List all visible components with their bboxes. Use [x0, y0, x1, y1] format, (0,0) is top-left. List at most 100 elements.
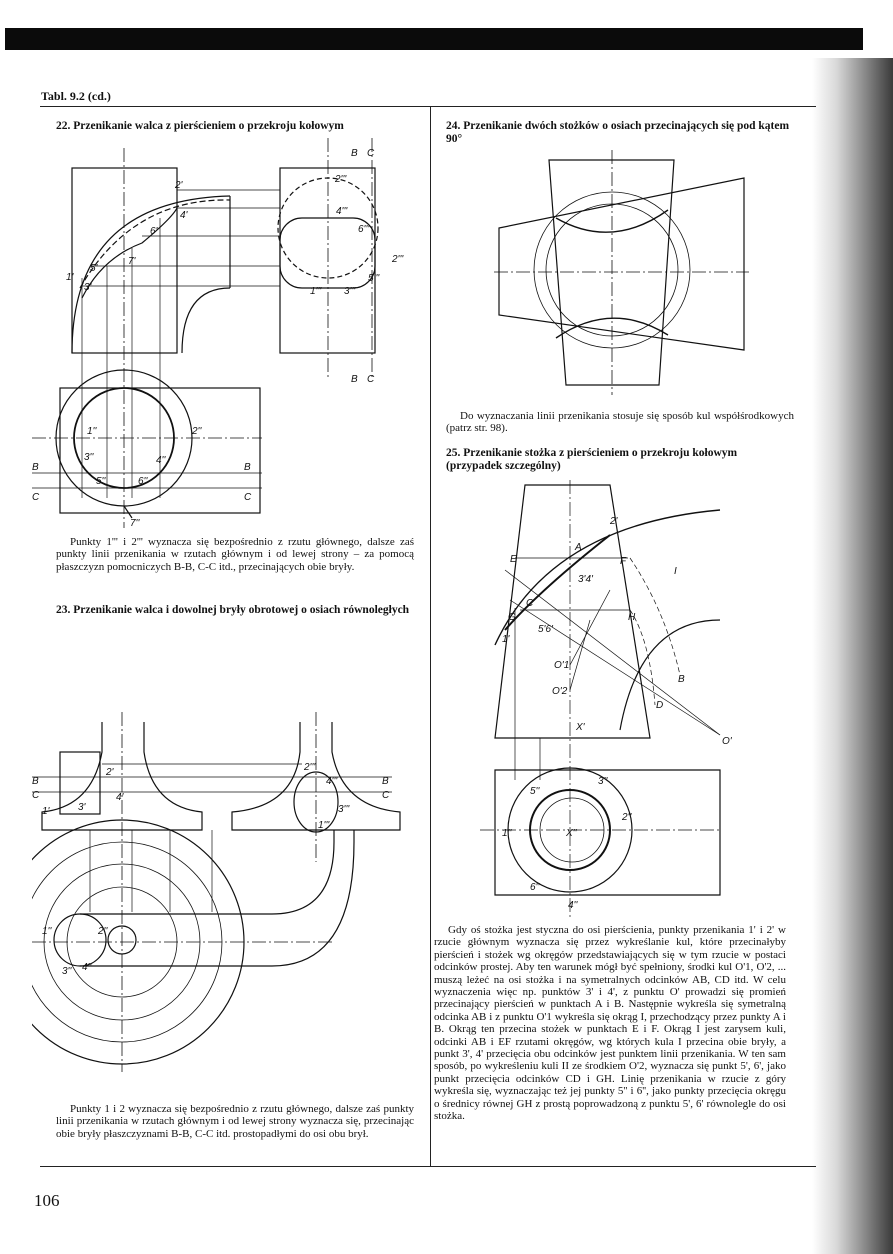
fig22-label-C: C: [367, 148, 375, 159]
fig23-label-4t: 4''': [326, 776, 338, 787]
fig22-torus-outer: [71, 195, 231, 354]
fig22-label-1t: 1''': [310, 286, 322, 297]
fig22-label-6p: 6': [150, 226, 159, 237]
fig25-label-Xs: X'': [565, 828, 578, 839]
table-label: Tabl. 9.2 (cd.): [41, 89, 111, 103]
fig25-label-B: B: [678, 674, 685, 685]
fig24-cone-vertical: [548, 159, 675, 386]
figure-24-two-cones: [494, 150, 749, 395]
fig22-label-2t: 2''': [334, 174, 347, 185]
fig23-label-2t: 2''': [303, 762, 316, 773]
fig25-label-E: E: [510, 554, 517, 565]
fig25-label-4s: 4'': [568, 900, 578, 911]
figure-23-cylinder-revolution: 2' 4' 1' 3' B C B C 2''' 4''' 3''' 1''' …: [32, 712, 401, 1072]
scan-top-bar: [5, 28, 863, 50]
figure-25-cone-torus: 2' A E F 3'4' I C G H 5'6' 1' O'1 O'2 B …: [480, 480, 733, 920]
fig25-label-H: H: [628, 612, 636, 623]
fig22-label-B3: B: [32, 462, 39, 473]
fig25-top-frame: [494, 769, 721, 896]
fig23-pipe-inner: [80, 830, 355, 967]
fig23-label-B2: B: [382, 776, 389, 787]
fig22-label-2p: 2': [174, 180, 184, 191]
column-divider: [430, 106, 431, 1166]
fig22-label-4t: 4''': [336, 206, 348, 217]
fig22-label-B: B: [351, 148, 358, 159]
section-25-text: Gdy oś stożka jest styczna do osi pierśc…: [434, 924, 786, 1123]
fig25-label-O1: O'1: [554, 660, 569, 671]
section-22-text: Punkty 1''' i 2''' wyznacza się bezpośre…: [56, 536, 414, 573]
fig25-label-34p: 3'4': [578, 574, 594, 585]
fig22-cylinder-side: [279, 167, 376, 354]
section-24-title: 24. Przenikanie dwóch stożków o osiach p…: [446, 120, 790, 145]
section-22-title: 22. Przenikanie walca z pierścieniem o p…: [56, 120, 344, 132]
fig22-torus-inner: [181, 287, 231, 354]
fig23-label-2p: 2': [105, 767, 115, 778]
fig22-torus-top: [59, 387, 261, 514]
fig22-label-4s: 4'': [156, 455, 166, 466]
fig23-label-3t: 3''': [338, 804, 350, 815]
fig22-label-2s: 2'': [191, 426, 202, 437]
fig23-label-4p: 4': [116, 792, 125, 803]
fig25-label-D: D: [656, 700, 663, 711]
fig22-label-4p: 4': [180, 210, 189, 221]
footer-rule: [40, 1166, 816, 1167]
section-24-text: Do wyznaczania linii przenikania stosuje…: [446, 410, 794, 435]
fig22-label-3t: 3''': [344, 286, 356, 297]
fig25-label-C: C: [526, 598, 534, 609]
fig25-label-G: G: [508, 612, 516, 623]
fig25-label-X: X': [575, 722, 586, 733]
fig23-label-3s: 3'': [62, 966, 72, 977]
fig22-label-5p: 5': [90, 263, 99, 274]
fig22-label-1s: 1'': [87, 426, 97, 437]
fig25-label-3s: 3'': [598, 776, 608, 787]
page-number: 106: [34, 1191, 60, 1210]
fig23-label-4s: 4'': [82, 962, 92, 973]
fig25-label-F: F: [620, 556, 627, 567]
fig25-label-2p: 2': [609, 516, 619, 527]
fig22-label-C3: C: [32, 492, 40, 503]
section-25-title: 25. Przenikanie stożka z pierścieniem o …: [446, 447, 738, 472]
fig25-label-5s: 5'': [530, 786, 540, 797]
fig22-label-6s: 6'': [138, 476, 148, 487]
fig22-label-1p: 1': [66, 272, 75, 283]
fig22-label-3s: 3'': [84, 452, 94, 463]
fig25-cone: [494, 484, 651, 739]
fig22-label-C4: C: [244, 492, 252, 503]
fig22-label-6t: 6''': [358, 224, 370, 235]
fig23-label-3p: 3': [78, 802, 87, 813]
fig25-label-I: I: [674, 566, 677, 577]
fig23-label-1p: 1': [42, 806, 51, 817]
fig25-label-56p: 5'6': [538, 624, 554, 635]
fig22-label-B4: B: [244, 462, 251, 473]
header-rule: [40, 106, 816, 107]
fig23-label-C: C: [32, 790, 40, 801]
fig22-label-7s: 7'': [130, 518, 140, 528]
fig25-label-6s: 6'': [530, 882, 540, 893]
fig22-label-5t: 5''': [368, 273, 380, 284]
fig25-label-2s: 2'': [621, 812, 632, 823]
fig23-pipe-outer: [80, 830, 335, 915]
fig25-torus-inner: [619, 619, 721, 731]
fig22-label-5s: 5'': [96, 476, 106, 487]
fig25-label-1p: 1': [502, 634, 511, 645]
fig22-label-3p: 3': [84, 282, 93, 293]
fig25-label-O2: O'2: [552, 686, 568, 697]
fig25-label-O: O': [722, 736, 733, 747]
section-23-text: Punkty 1 i 2 wyznacza się bezpośrednio z…: [56, 1103, 414, 1140]
fig23-label-2s: 2'': [97, 926, 108, 937]
fig22-label-B2: B: [351, 374, 358, 385]
fig22-cylinder-front: [71, 167, 178, 354]
fig23-label-1t: 1''': [318, 820, 330, 831]
fig23-label-1s: 1'': [42, 926, 52, 937]
fig25-label-A: A: [574, 542, 582, 553]
figure-22-cylinder-torus: B C 2' 4' 6' 7' 5' 1' 3' 2''' 4''' 6''' …: [32, 138, 404, 528]
fig22-label-C2: C: [367, 374, 375, 385]
fig23-label-B: B: [32, 776, 39, 787]
fig25-label-1s: 1'': [502, 828, 512, 839]
fig22-label-7p: 7': [128, 256, 137, 267]
fig22-label-2t-b: 2''': [391, 254, 404, 265]
section-23-title: 23. Przenikanie walca i dowolnej bryły o…: [56, 604, 410, 616]
scan-page-edge-shadow: [812, 58, 893, 1254]
fig25-torus-outer: [494, 509, 721, 646]
fig23-label-C2: C: [382, 790, 390, 801]
